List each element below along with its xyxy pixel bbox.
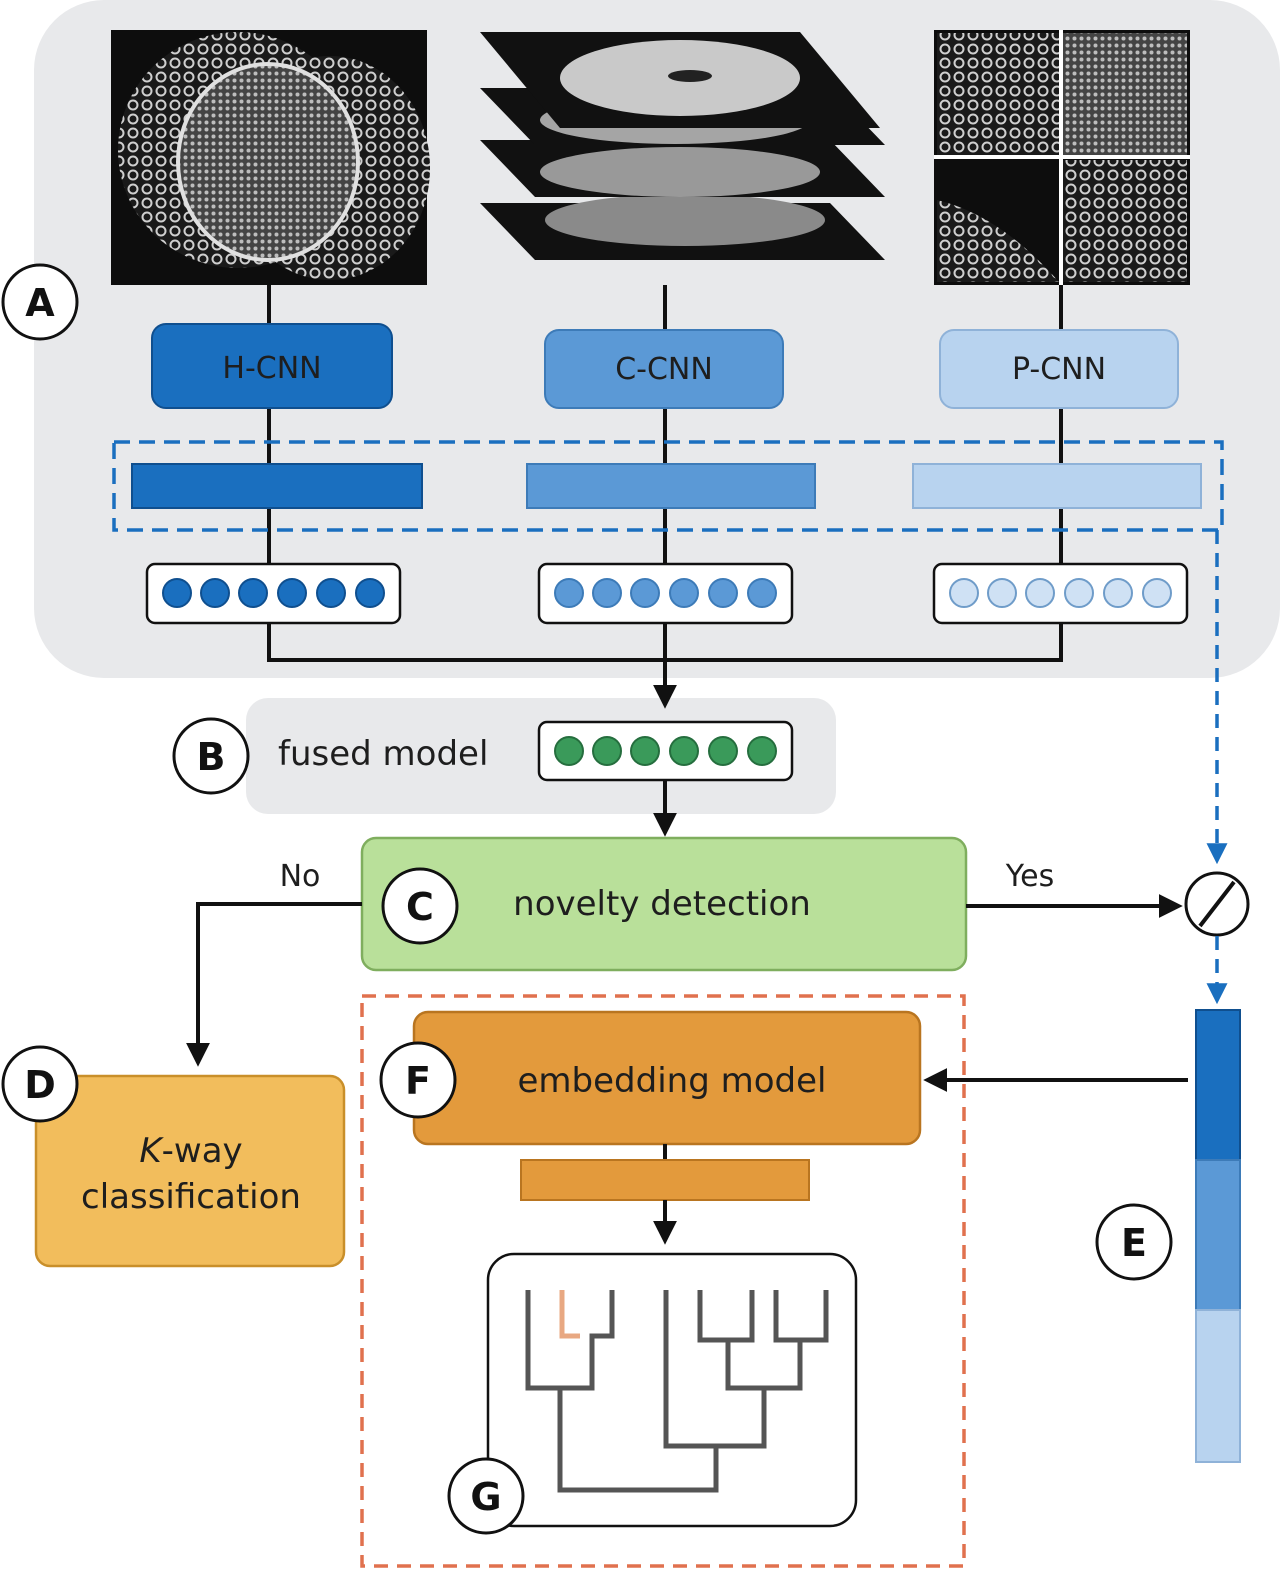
panel-e-marker: E [1095, 1203, 1173, 1281]
k-way-label: K-way [139, 1131, 242, 1171]
cnn-h-label: H-CNN [222, 351, 321, 386]
svg-text:E: E [1121, 1221, 1147, 1265]
panel-c-marker: C [381, 867, 459, 945]
panel-f-marker: F [379, 1041, 457, 1119]
svg-text:B: B [197, 735, 226, 779]
node-vector-fused [537, 720, 794, 782]
patch-grid-image [934, 30, 1190, 285]
k-way-suffix: -way [162, 1131, 243, 1171]
dendrogram-icon [525, 1290, 829, 1493]
svg-text:G: G [470, 1475, 501, 1519]
panel-g-marker: G [447, 1457, 525, 1535]
node-vector-p [932, 562, 1189, 625]
circle-slash-icon [1184, 871, 1250, 937]
node-vector-h [145, 562, 402, 625]
feature-bar-c [526, 463, 816, 509]
panel-b-marker: B [172, 717, 250, 795]
embedding-feature-bar [520, 1159, 810, 1201]
embedding-model-label: embedding model [518, 1061, 827, 1101]
svg-text:C: C [406, 885, 434, 929]
fused-model-label: fused model [278, 734, 488, 774]
svg-text:D: D [24, 1063, 56, 1107]
cnn-p: P-CNN [939, 329, 1179, 409]
cnn-c-label: C-CNN [615, 352, 713, 387]
arrow-no-to-d [186, 902, 362, 1067]
k-way-classification-box [34, 1074, 346, 1268]
svg-text:A: A [25, 281, 55, 325]
cross-section-stack-image [480, 32, 885, 260]
feature-bar-h [131, 463, 423, 509]
cnn-p-label: P-CNN [1012, 352, 1106, 387]
k-italic: K [139, 1131, 164, 1171]
no-label: No [280, 859, 321, 894]
node-vector-c [537, 562, 794, 625]
cnn-h: H-CNN [151, 323, 393, 409]
dendrogram-box [486, 1252, 858, 1528]
hemisphere-pollen-image [111, 30, 430, 285]
panel-a-marker: A [1, 263, 79, 341]
novelty-detection-label: novelty detection [513, 884, 811, 924]
yes-label: Yes [1005, 859, 1054, 894]
feature-bar-p [912, 463, 1202, 509]
cnn-c: C-CNN [544, 329, 784, 409]
classification-label: classification [81, 1177, 301, 1217]
feature-dashed-frame [112, 440, 1224, 532]
panel-d-marker: D [1, 1045, 79, 1123]
embedding-dashed-frame [360, 994, 966, 1568]
svg-text:F: F [405, 1059, 431, 1103]
concatenated-feature-vector [1195, 1009, 1241, 1463]
